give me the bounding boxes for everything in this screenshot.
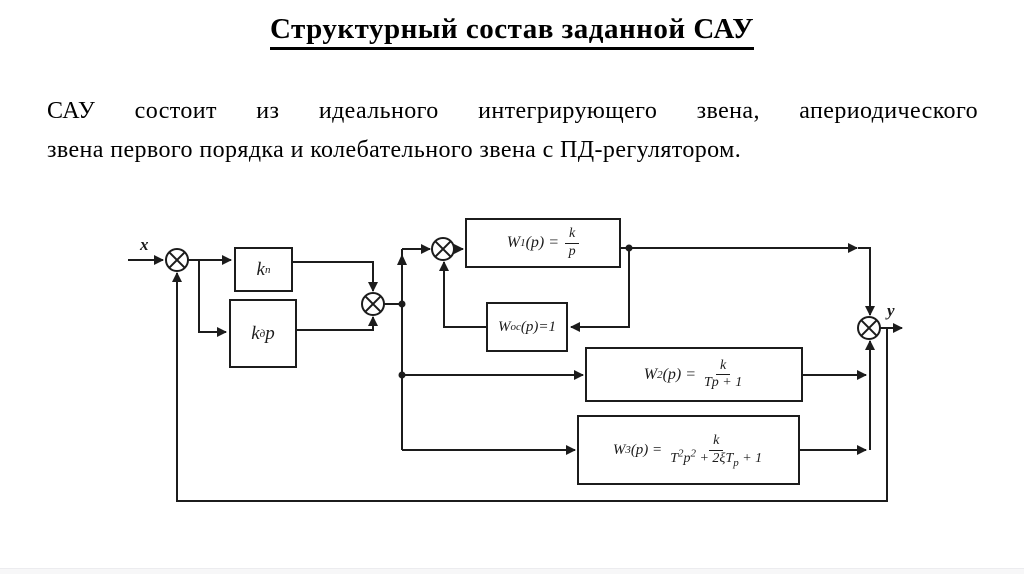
w2-name: W: [643, 365, 658, 383]
w2-equals: (p) =: [662, 365, 697, 383]
page-title: Структурный состав заданной САУ: [0, 13, 1024, 50]
summing-junction-1: [165, 248, 189, 272]
woc-name: W: [497, 318, 511, 335]
junction-dots: [398, 244, 633, 379]
kp-base: k: [256, 258, 265, 280]
summing-junction-3: [431, 237, 455, 261]
kdp-base: k: [251, 322, 260, 344]
w3-denominator: T2p2 + 2ξTp + 1: [670, 446, 763, 469]
w1-numerator: k: [565, 226, 580, 244]
summing-junction-2: [361, 292, 385, 316]
w3-fraction: k T2p2 + 2ξTp + 1: [668, 433, 764, 469]
woc-equals: (p)=1: [520, 318, 556, 335]
w1-fraction: k p: [565, 226, 580, 259]
kdp-suffix: p: [265, 322, 275, 344]
direction-arrow: [397, 254, 407, 265]
branch-dot: [398, 371, 406, 379]
w1-name: W: [506, 234, 521, 251]
w3-numerator: k: [709, 433, 724, 451]
w2-fraction: k Tp + 1: [702, 358, 744, 391]
intro-paragraph-line-1: САУ состоит из идеального интегрирующего…: [47, 98, 978, 124]
intro-paragraph-line-2: звена первого порядка и колебательного з…: [47, 137, 742, 163]
w1-denominator: p: [568, 243, 576, 259]
signal-lines: [128, 243, 903, 502]
branch-dot: [398, 300, 406, 308]
summing-junction-4: [857, 316, 881, 340]
branch-dot: [625, 244, 633, 252]
output-signal-label: y: [887, 301, 895, 320]
w2-denominator: Tp + 1: [704, 375, 743, 390]
w1-equals: (p) =: [525, 234, 560, 251]
w3-equals: (p) =: [630, 441, 663, 458]
page-title-text: Структурный состав заданной САУ: [269, 13, 755, 50]
w2-numerator: k: [716, 358, 731, 375]
slide-bottom-edge: [0, 568, 1024, 574]
w3-name: W: [612, 441, 626, 458]
input-signal-label: x: [140, 235, 149, 254]
